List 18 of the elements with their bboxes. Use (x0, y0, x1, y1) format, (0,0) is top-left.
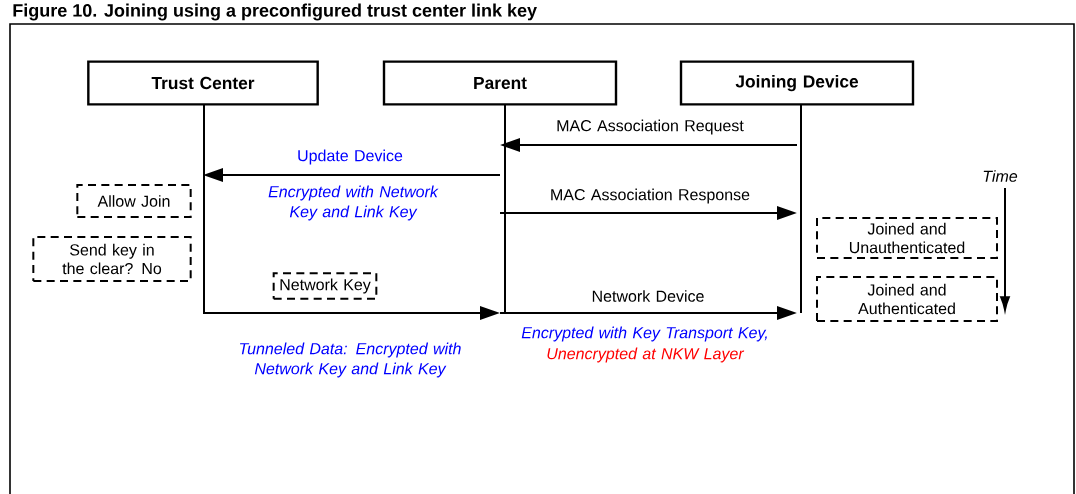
encryption-note: Encrypted with Network Key and Link Key (268, 185, 439, 221)
message-label: Tunneled Data: Encrypted with Network Key and Link Key (240, 342, 461, 378)
participant-box: Trust Center (87, 60, 319, 106)
state-box: Joined and Unauthenticated (816, 217, 998, 259)
state-box: Network Key (272, 272, 378, 300)
message-label: Network Device (592, 290, 704, 302)
message-label: MAC Association Response (551, 188, 750, 204)
time-label: Time (983, 170, 1018, 182)
participant-box: Joining Device (679, 60, 915, 106)
message-label: Update Device (298, 149, 403, 165)
encryption-note: Encrypted with Key Transport Key, (521, 326, 767, 342)
message-label: MAC Association Request (557, 119, 744, 135)
state-box: Allow Join (76, 184, 192, 218)
state-box: Joined and Authenticated (816, 276, 998, 322)
participant-box: Parent (382, 60, 618, 106)
figure-title: Figure 10. Joining using a preconfigured trust center link key (13, 3, 537, 21)
state-box: Send key in the clear? No (32, 236, 192, 282)
encryption-note: Unencrypted at NKW Layer (547, 347, 745, 363)
